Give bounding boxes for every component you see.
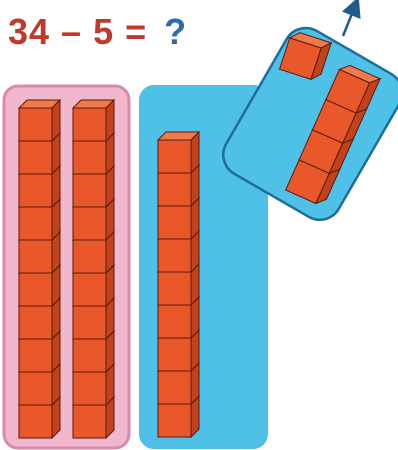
tens-rod-cube (73, 100, 114, 141)
removal-arrow (343, 6, 355, 36)
tens-rod (73, 100, 114, 438)
remaining-rod-cube (158, 132, 199, 173)
remaining-rod (158, 132, 199, 437)
tens-rod-cube (19, 100, 60, 141)
remaining-rod (158, 132, 199, 437)
tens-rod (19, 100, 60, 438)
